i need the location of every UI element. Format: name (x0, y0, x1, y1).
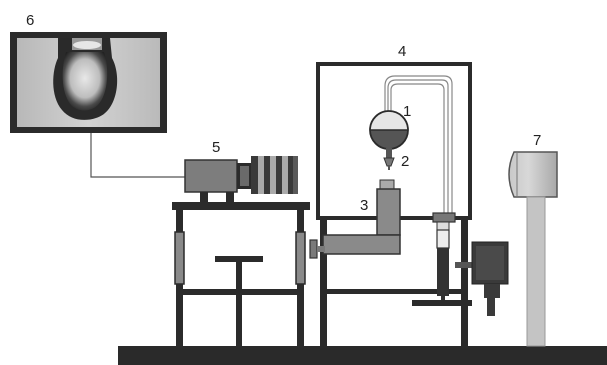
label-syringe: 3 (360, 197, 368, 214)
label-chamber: 4 (398, 43, 406, 60)
label-flask: 1 (403, 103, 411, 120)
camera-cable (90, 133, 185, 178)
label-light-source: 7 (533, 132, 541, 149)
label-droplet-image: 6 (26, 12, 34, 29)
needle (383, 157, 395, 170)
left-table (172, 202, 310, 348)
camera (184, 156, 298, 204)
droplet-image (53, 38, 118, 120)
light-source (508, 151, 558, 347)
base-bar (118, 346, 607, 365)
syringe-assembly (412, 212, 509, 316)
label-needle: 2 (401, 153, 409, 170)
label-camera: 5 (212, 139, 220, 156)
droplet-monitor (10, 32, 167, 133)
tubing (384, 75, 453, 215)
flask (369, 110, 409, 158)
syringe-pump (309, 179, 401, 259)
